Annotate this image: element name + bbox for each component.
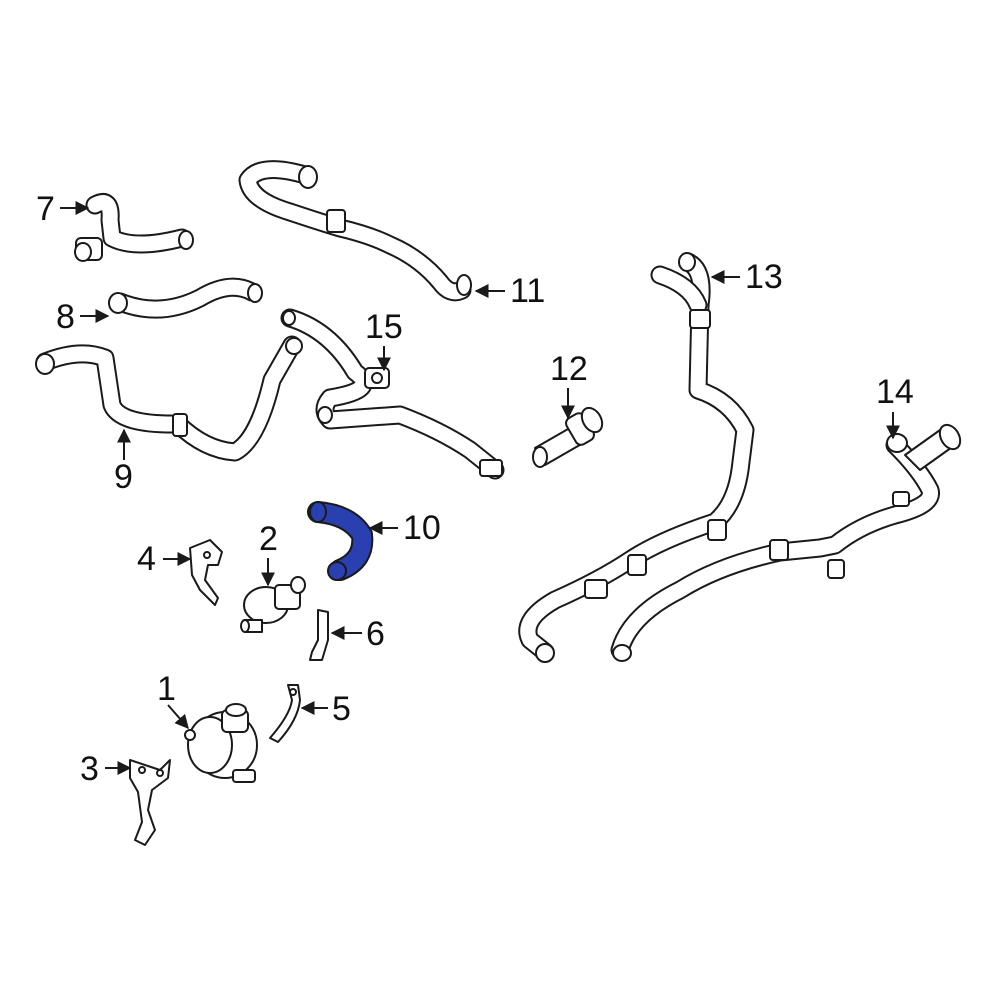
callout-3: 3	[80, 750, 132, 788]
callout-15: 15	[365, 308, 403, 372]
callout-11: 11	[474, 272, 545, 310]
callout-1-label: 1	[157, 670, 176, 708]
callout-7: 7	[36, 190, 90, 228]
part-10-hose-highlighted[interactable]	[307, 501, 374, 581]
callout-2: 2	[259, 520, 278, 587]
callout-5: 5	[300, 690, 351, 728]
callout-3-label: 3	[80, 750, 99, 788]
part-3-bracket[interactable]	[129, 759, 171, 846]
callout-12-label: 12	[550, 350, 588, 388]
part-4-bracket[interactable]	[189, 539, 223, 606]
callout-1: 1	[157, 670, 189, 730]
callout-14: 14	[876, 373, 914, 440]
part-12-connector[interactable]	[532, 404, 606, 468]
callout-5-label: 5	[332, 690, 351, 728]
callout-11-label: 11	[510, 272, 545, 310]
callout-9: 9	[114, 428, 133, 496]
part-6-clamp[interactable]	[309, 609, 329, 661]
callout-2-label: 2	[259, 520, 278, 558]
part-9-hose[interactable]	[35, 335, 303, 462]
part-11-hose[interactable]	[238, 160, 472, 302]
part-2-small-pump[interactable]	[240, 576, 306, 633]
callout-14-label: 14	[876, 373, 914, 411]
callout-13: 13	[710, 258, 783, 296]
callout-10: 10	[368, 509, 441, 547]
part-5-clamp[interactable]	[269, 684, 301, 743]
part-13-hose[interactable]	[518, 252, 755, 663]
callout-15-label: 15	[365, 308, 403, 346]
callout-12: 12	[550, 350, 588, 420]
part-8-hose[interactable]	[108, 277, 263, 319]
callout-4-label: 4	[137, 540, 156, 578]
part-1-main-pump[interactable]	[184, 703, 258, 783]
part-15-hose-assembly[interactable]	[280, 308, 505, 480]
part-14-hose[interactable]	[610, 421, 964, 662]
callout-13-label: 13	[745, 258, 783, 296]
callout-8-label: 8	[56, 298, 75, 336]
callout-4: 4	[137, 540, 192, 578]
part-7-hose[interactable]	[74, 193, 194, 262]
callout-6-label: 6	[366, 615, 385, 653]
callout-10-label: 10	[403, 509, 441, 547]
callout-7-label: 7	[36, 190, 55, 228]
callout-6: 6	[330, 615, 385, 653]
callout-9-label: 9	[114, 458, 133, 496]
callout-8: 8	[56, 298, 110, 336]
